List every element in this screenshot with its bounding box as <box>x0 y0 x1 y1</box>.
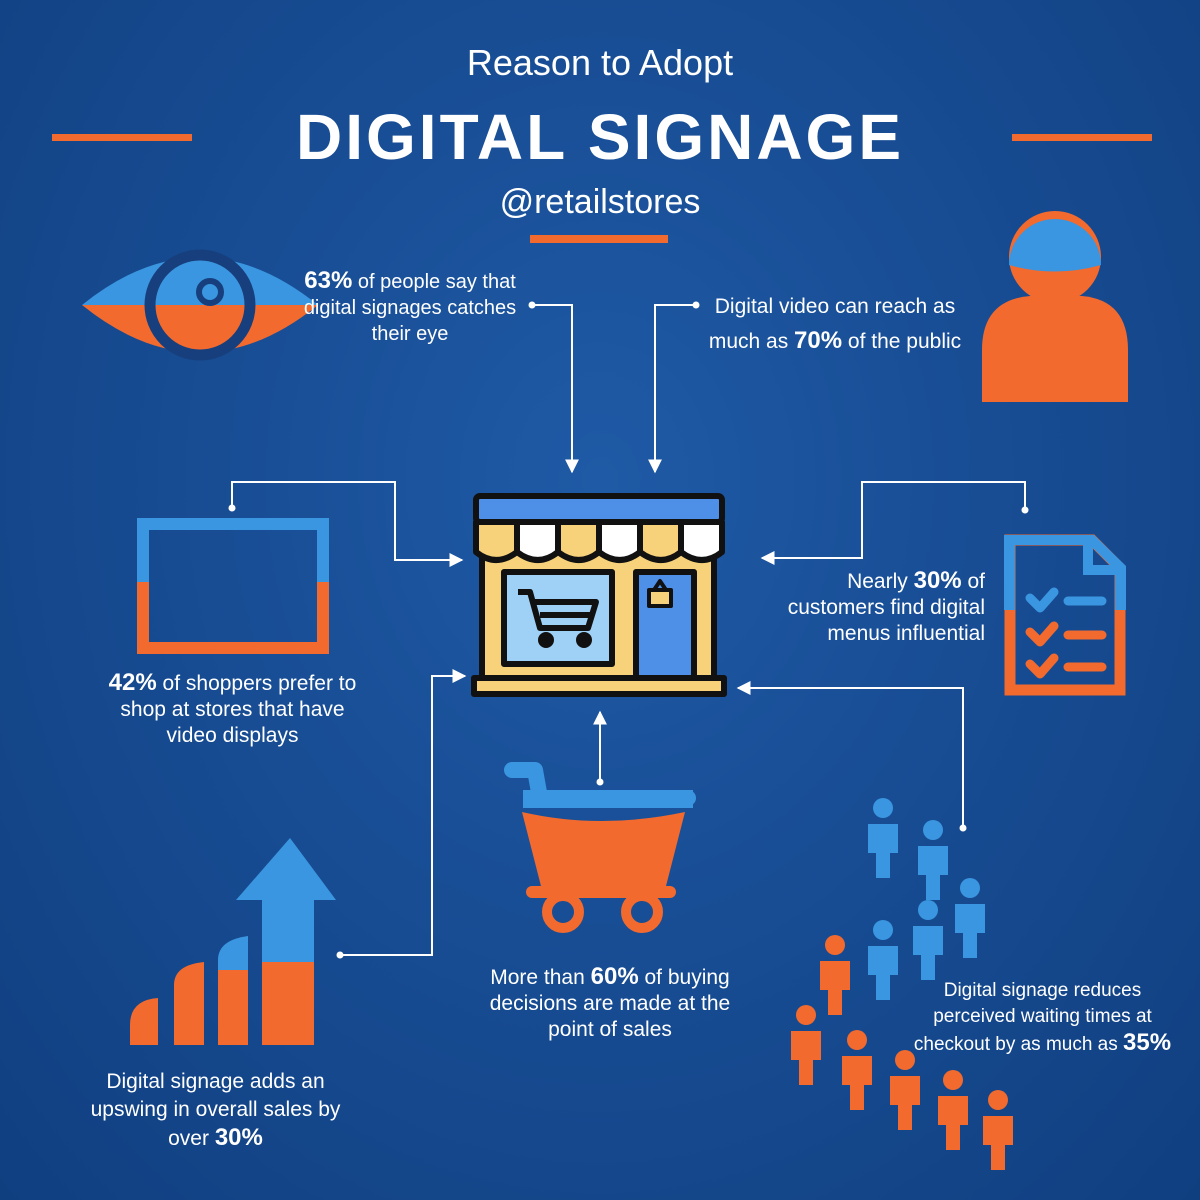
fact-menus: Nearly 30% of customers find digital men… <box>785 568 985 647</box>
fact-video-post: of the public <box>842 330 962 353</box>
fact-buying-stat: 60% <box>590 963 639 990</box>
fact-buying-pre: More than <box>490 966 591 989</box>
person-icon <box>982 211 1128 402</box>
fact-menus-stat: 30% <box>913 567 962 594</box>
growth-chart-icon <box>130 838 336 1045</box>
monitor-icon <box>137 518 329 654</box>
header-rule-left <box>52 134 192 141</box>
fact-screens-stat: 42% <box>108 669 157 696</box>
fact-waiting-stat: 35% <box>1123 1029 1172 1056</box>
fact-waiting: Digital signage reduces perceived waitin… <box>905 978 1180 1058</box>
header-underline <box>530 235 668 243</box>
cart-icon <box>504 762 696 933</box>
header-handle: @retailstores <box>499 183 701 221</box>
store-icon <box>471 493 727 697</box>
queue-people-icon <box>791 798 1013 1170</box>
fact-menus-pre: Nearly <box>847 570 914 593</box>
fact-video: Digital video can reach as much as 70% o… <box>690 290 980 359</box>
fact-video-stat: 70% <box>794 327 843 354</box>
fact-eye-text: of people say that digital signages catc… <box>303 271 517 345</box>
fact-menus-post: of customers find digital menus influent… <box>787 570 985 645</box>
page-title: DIGITAL SIGNAGE <box>296 101 904 173</box>
fact-buying-post: of buying decisions are made at the poin… <box>489 966 731 1041</box>
fact-sales-stat: 30% <box>214 1124 263 1151</box>
fact-eye-stat: 63% <box>304 267 353 294</box>
fact-video-pre: Digital video can reach as much as <box>708 295 956 353</box>
fact-sales-pre: Digital signage adds an upswing in overa… <box>90 1070 341 1150</box>
fact-screens: 42% of shoppers prefer to shop at stores… <box>100 670 365 749</box>
connector-lines <box>231 304 1026 956</box>
fact-eye: 63% of people say that digital signages … <box>285 268 535 347</box>
fact-waiting-pre: Digital signage reduces perceived waitin… <box>913 980 1152 1055</box>
fact-buying: More than 60% of buying decisions are ma… <box>472 964 748 1043</box>
fact-screens-text: of shoppers prefer to shop at stores tha… <box>120 672 357 747</box>
fact-sales: Digital signage adds an upswing in overa… <box>88 1068 343 1153</box>
checklist-icon <box>1004 534 1126 696</box>
header-rule-right <box>1012 134 1152 141</box>
header-subtitle: Reason to Adopt <box>466 42 734 83</box>
